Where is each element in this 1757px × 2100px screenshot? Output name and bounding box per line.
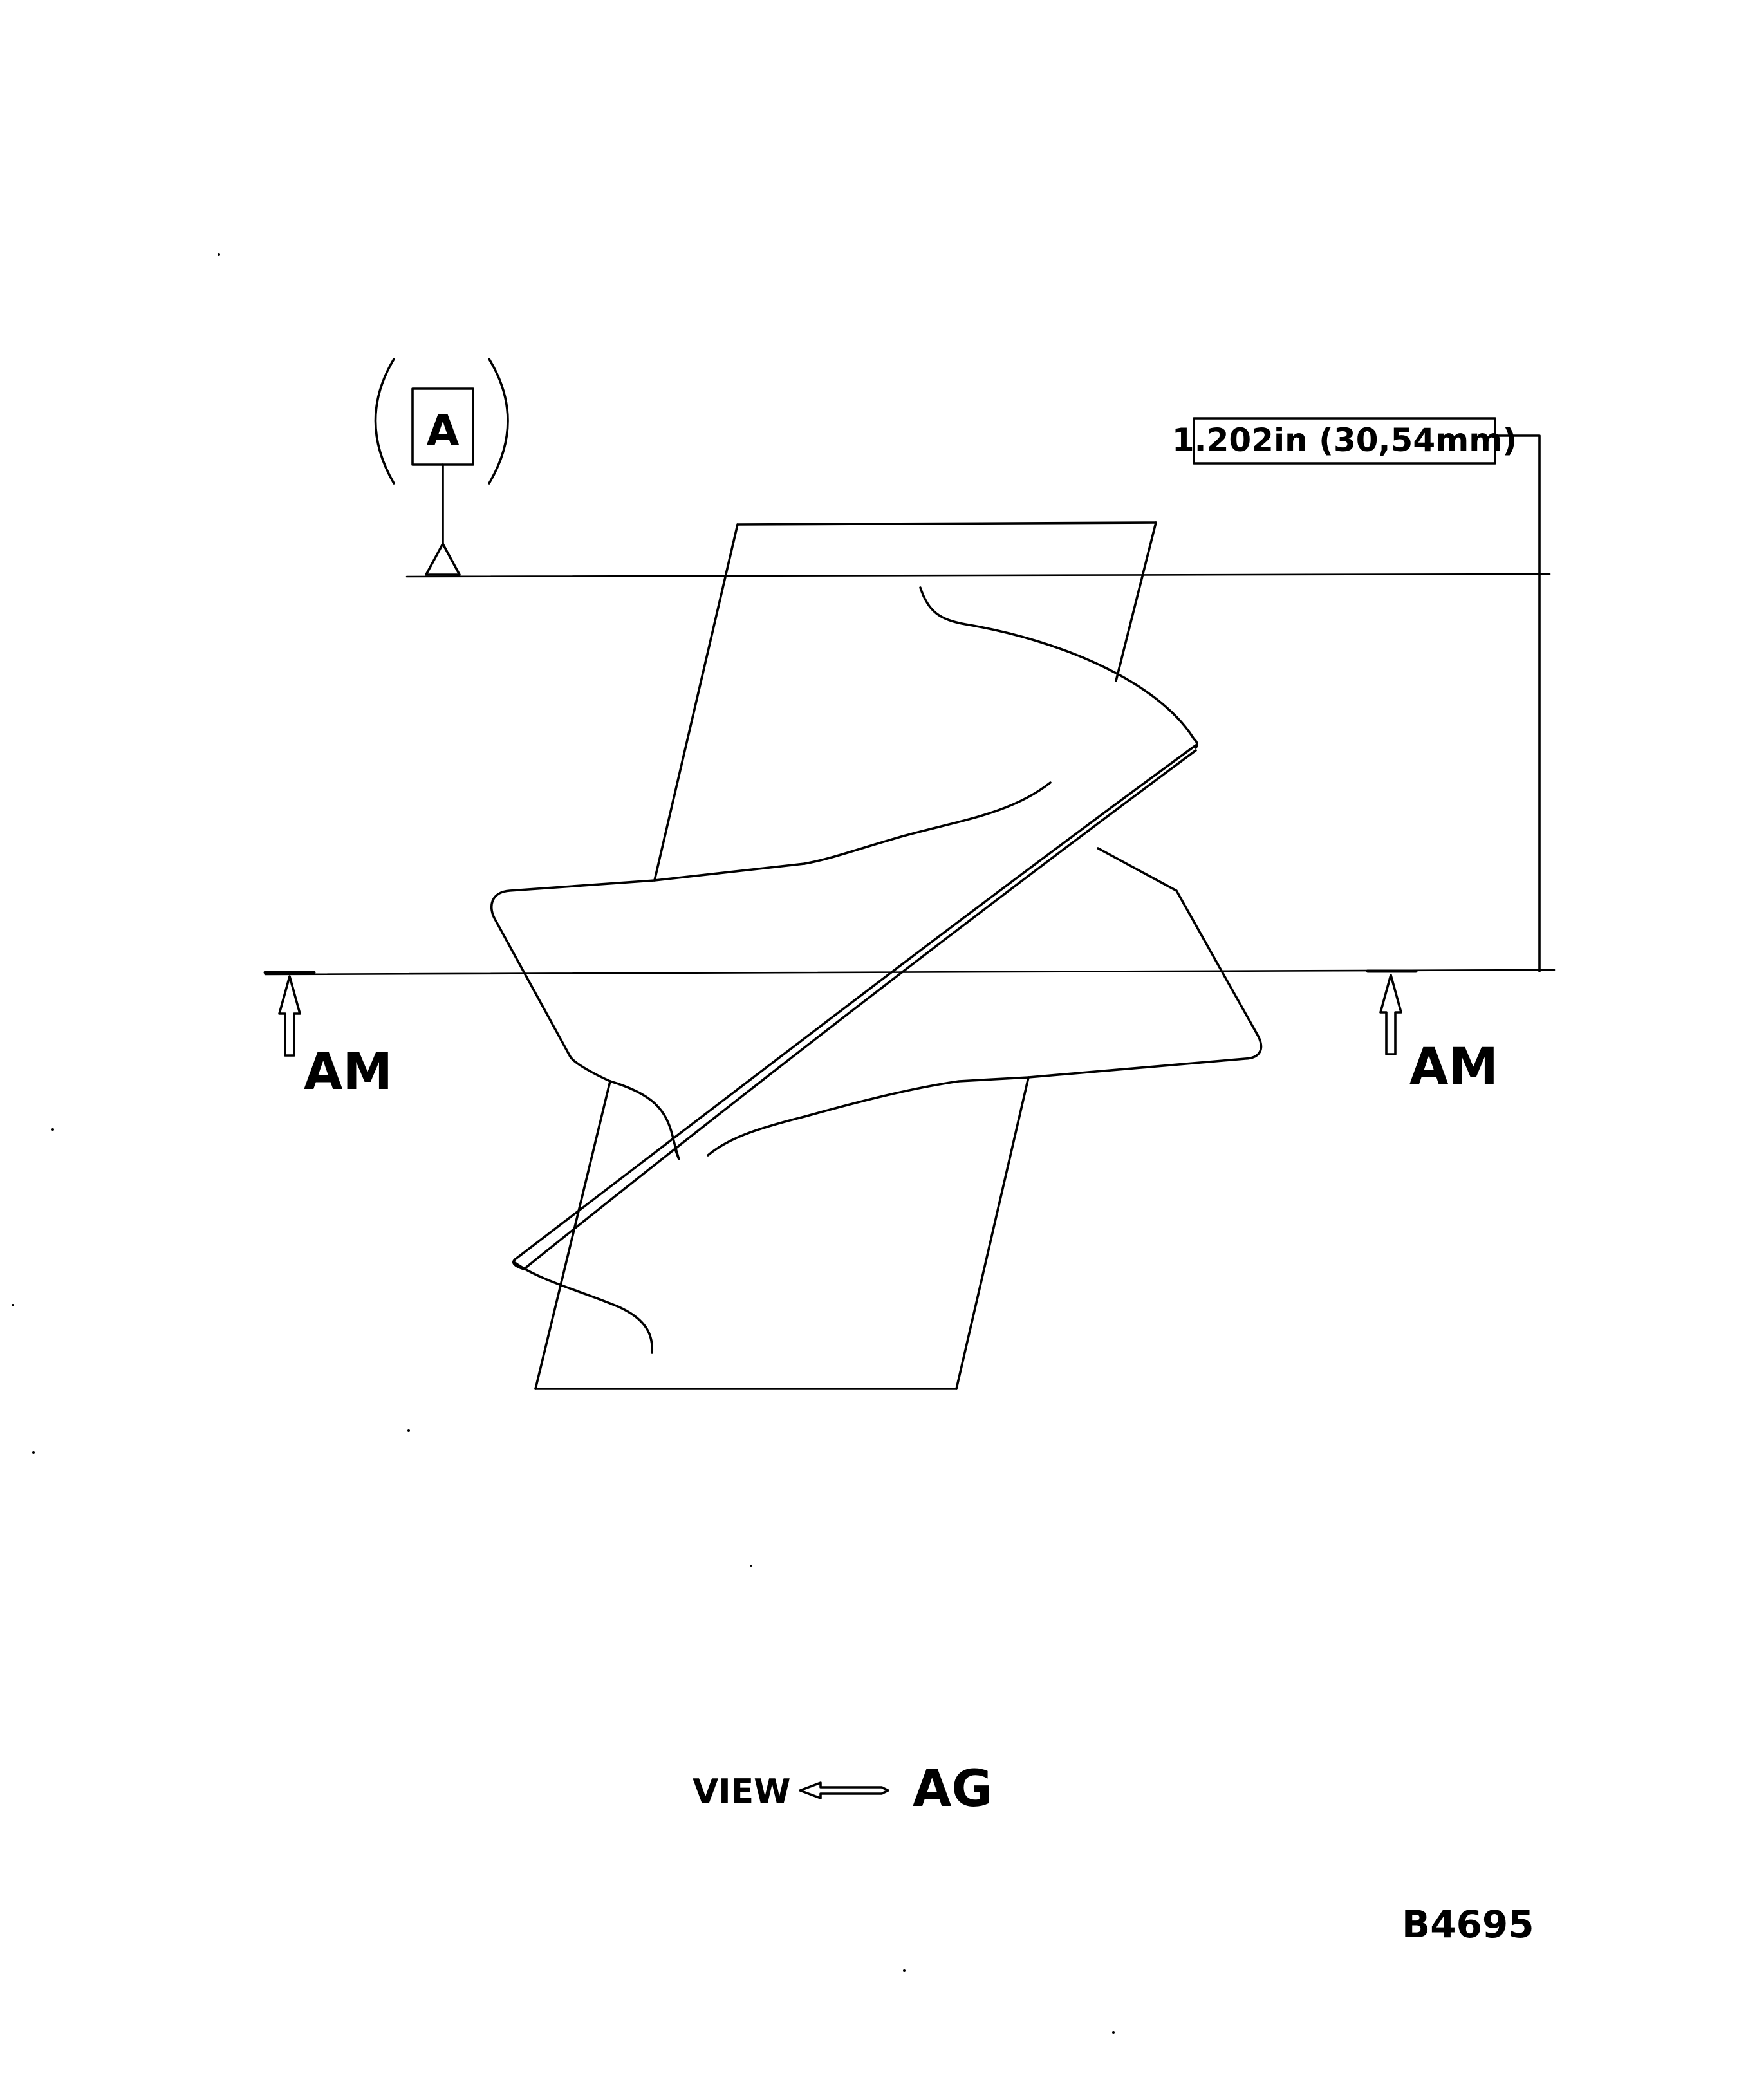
view-arrow-right: AM (1366, 969, 1498, 1096)
datum-line-lower (264, 969, 1556, 976)
airfoil-upper-blend (609, 1080, 680, 1160)
blade-profile (490, 521, 1263, 1390)
blade-twist-edge-outer (514, 744, 1197, 1261)
airfoil-lower-leading-edge (514, 1261, 654, 1354)
airfoil-upper-suction (919, 586, 1195, 740)
blade-outline-lower-left-edge (534, 1080, 611, 1390)
blade-outline-upper-left-edge (653, 523, 739, 882)
view-prefix: VIEW (693, 1772, 790, 1811)
blade-outline-lower-right-edge (955, 1076, 1030, 1390)
airfoil-lower-upper-edge (1027, 847, 1263, 1079)
view-arrow-icon (799, 1781, 889, 1799)
blade-twist-tip (512, 1258, 525, 1270)
datum-letter: A (426, 406, 459, 456)
view-title: VIEW AG (693, 1760, 992, 1818)
dimension-leader (1494, 434, 1541, 972)
scan-specks (12, 253, 1115, 2034)
datum-triangle (425, 543, 461, 576)
datum-bracket-right (488, 358, 509, 485)
dimension-callout: 1.202in (30,54mm) (1172, 417, 1541, 972)
view-name: AG (913, 1760, 992, 1818)
dimension-value: 1.202in (30,54mm) (1172, 422, 1517, 459)
airfoil-upper-lower-edge (490, 862, 806, 1083)
datum-line-upper (405, 573, 1551, 578)
arrow-left-shape (278, 975, 301, 1057)
airfoil-lower-mid-curve (707, 1076, 1030, 1157)
blade-twist-edge-inner (523, 749, 1197, 1270)
view-arrow-left: AM (263, 971, 393, 1101)
arrow-right-label: AM (1409, 1038, 1498, 1096)
blade-outline-top (736, 521, 1157, 526)
airfoil-upper-mid-curve (803, 781, 1052, 865)
arrow-left-label: AM (304, 1043, 393, 1101)
dimension-frame (1193, 417, 1496, 465)
datum-bracket-left (374, 358, 395, 485)
airfoil-upper-trailing-edge (1193, 738, 1198, 749)
datum-symbol: A (374, 358, 509, 576)
arrow-right-shape (1379, 974, 1402, 1055)
figure-id: B4695 (1402, 1902, 1534, 1946)
blade-outline-upper-right-edge (1115, 521, 1157, 682)
